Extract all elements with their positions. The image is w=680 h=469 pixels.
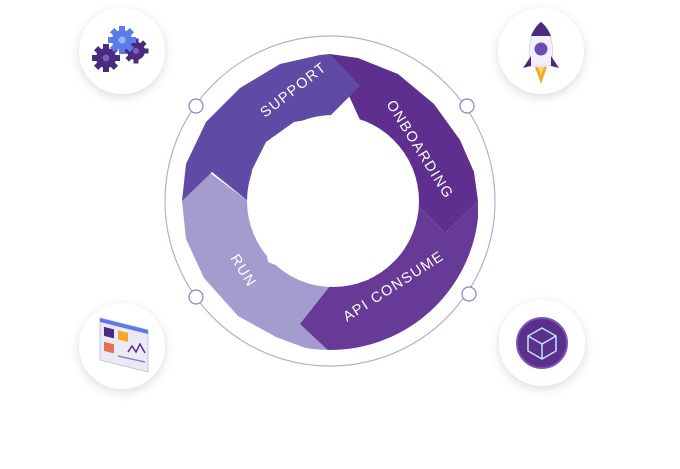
api-cube-icon — [516, 317, 568, 369]
rocket-icon — [523, 21, 559, 84]
icon-top-left[interactable] — [79, 8, 165, 94]
segment-run[interactable] — [182, 173, 330, 352]
node-top-left — [188, 98, 204, 114]
outer-ring-overlay — [164, 35, 496, 367]
node-bottom-left — [188, 289, 204, 305]
node-top-right — [459, 98, 475, 114]
icon-bottom-left[interactable] — [79, 303, 165, 389]
node-bottom-right — [461, 286, 477, 302]
ring-center — [247, 115, 419, 287]
segment-support[interactable] — [182, 54, 360, 201]
ring-nodes — [188, 98, 477, 305]
segment-api-consume[interactable] — [300, 201, 478, 352]
icon-bottom-right[interactable] — [499, 300, 585, 386]
dashboard-icon — [99, 317, 149, 373]
icon-top-right[interactable] — [498, 8, 584, 94]
segment-onboarding[interactable] — [330, 54, 478, 233]
